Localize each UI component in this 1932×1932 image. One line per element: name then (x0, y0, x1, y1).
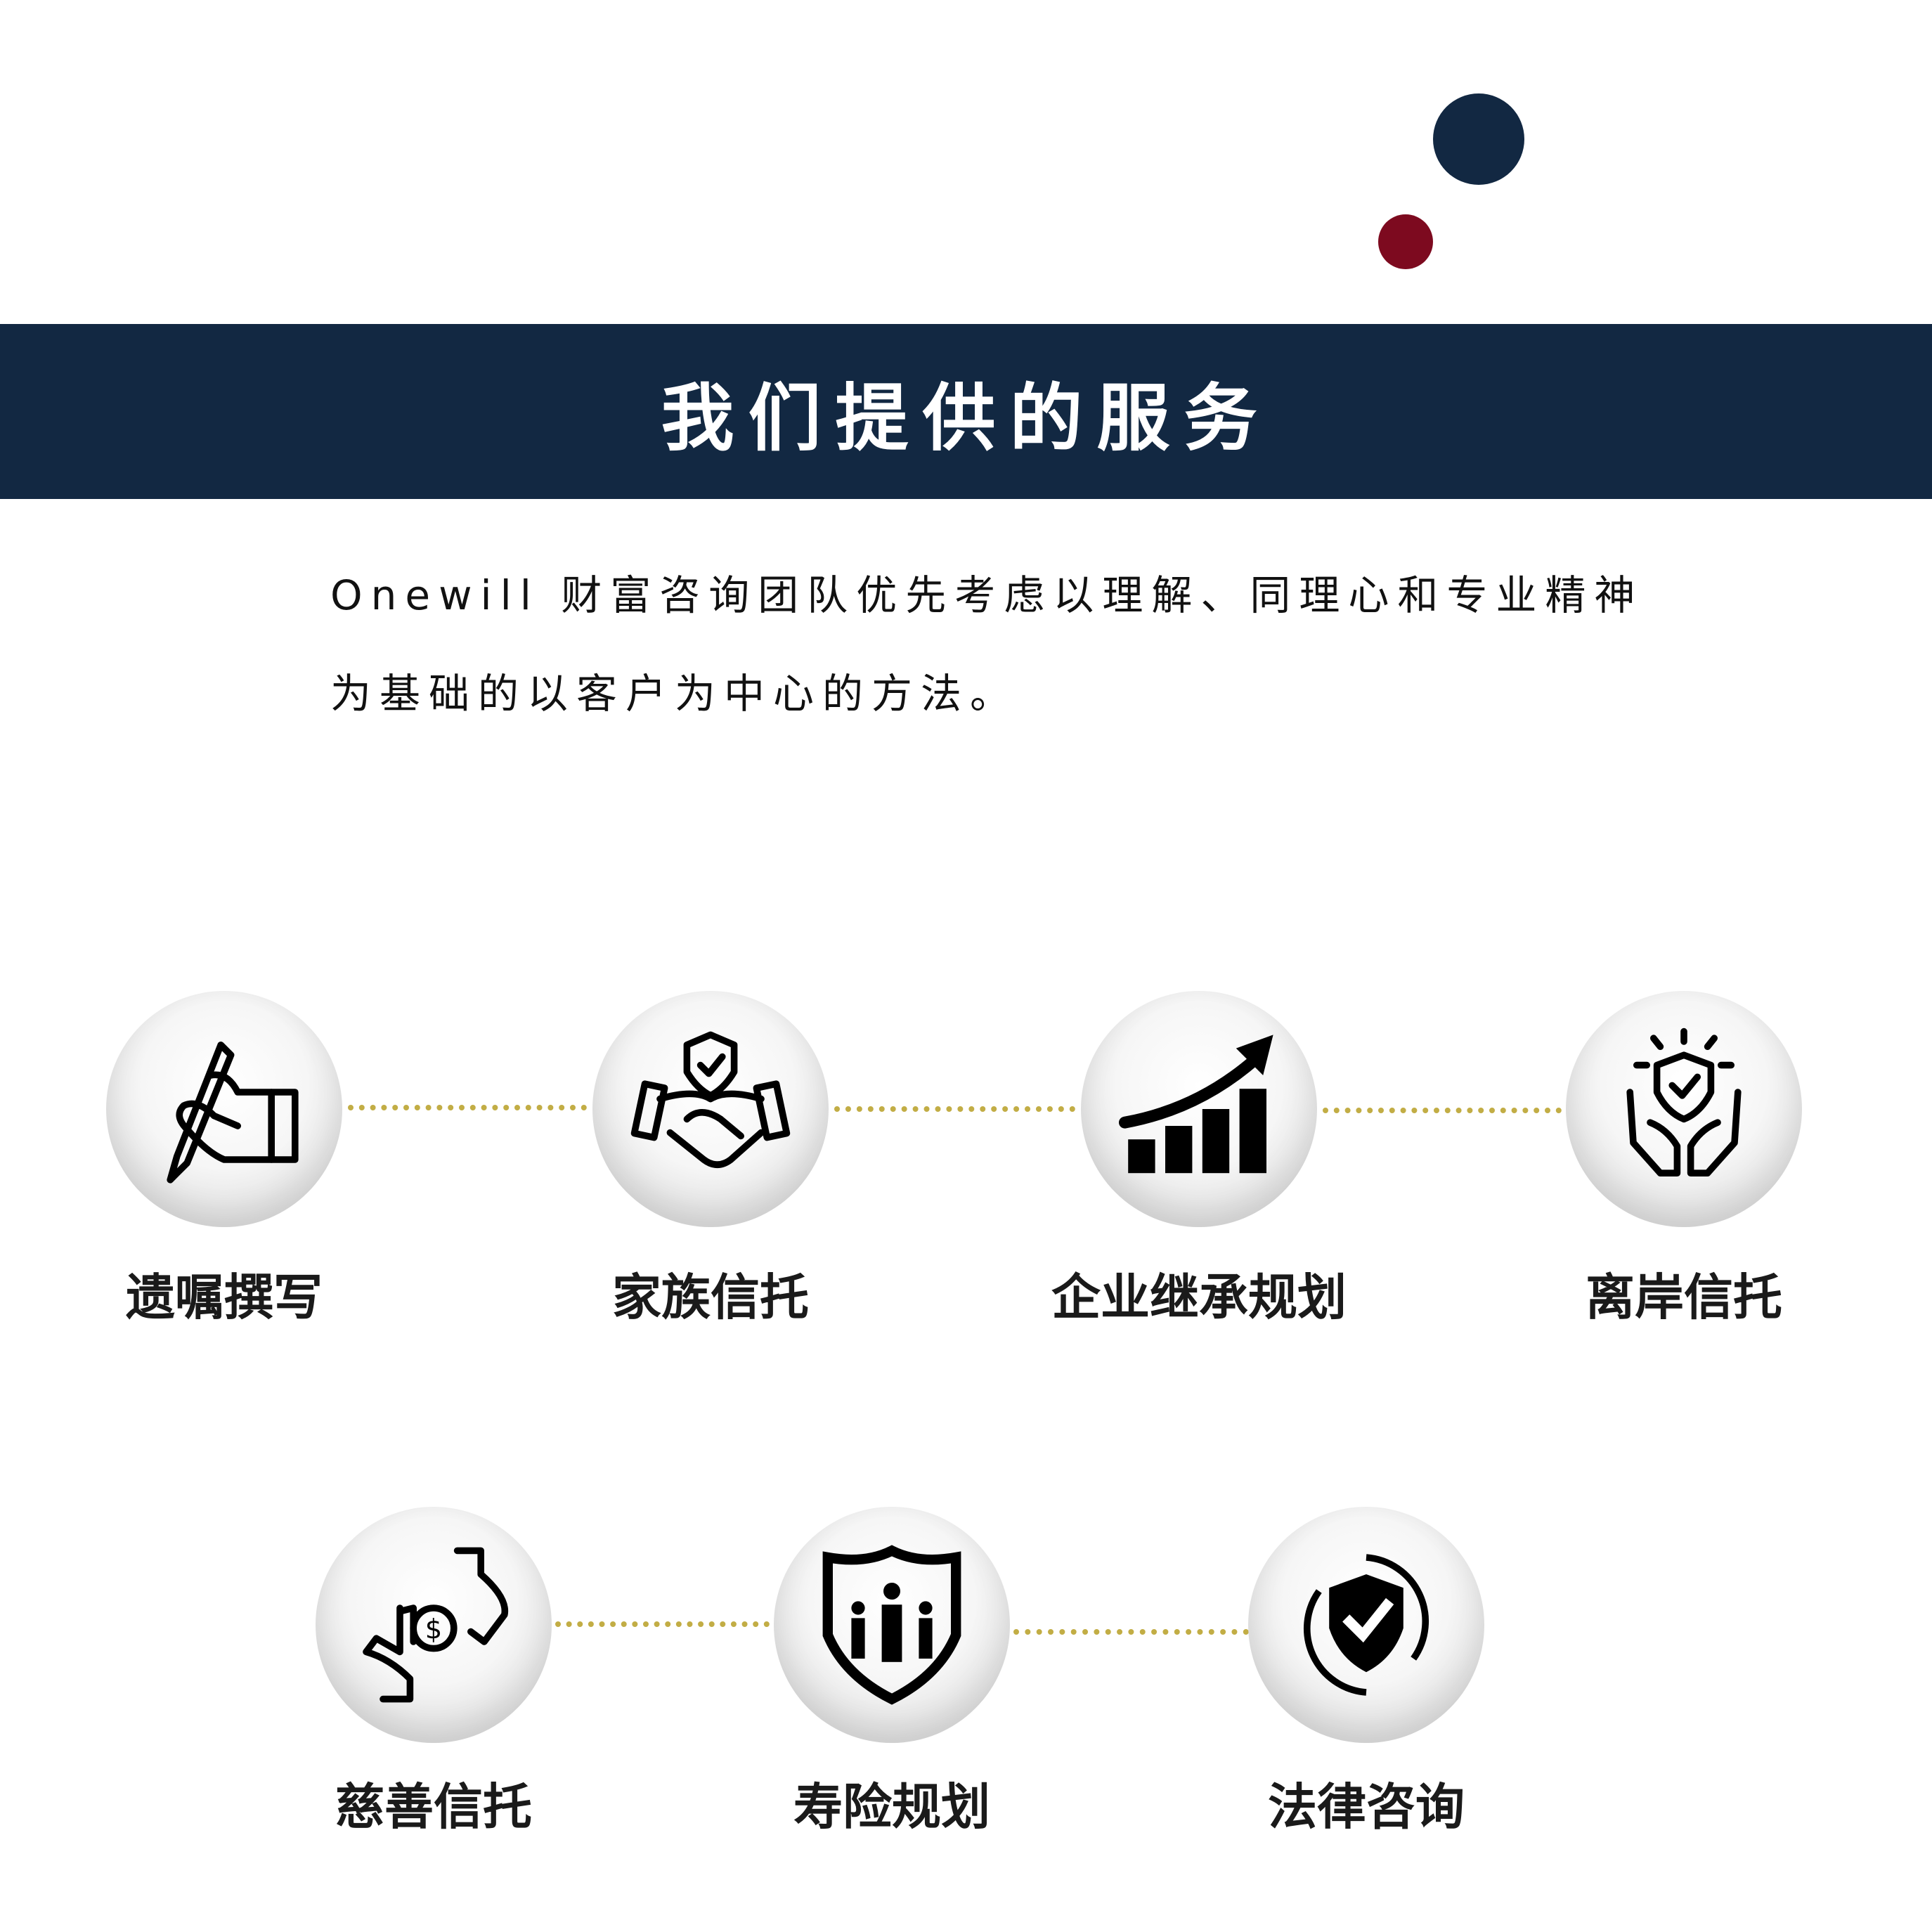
connector-dots (555, 1621, 770, 1627)
shield-check-cycle-icon (1304, 1554, 1429, 1696)
title-banner: 我们提供的服务 (0, 324, 1932, 499)
connector-dots (834, 1106, 1075, 1112)
page-title: 我们提供的服务 (661, 375, 1271, 461)
connector-dots (1323, 1108, 1562, 1113)
connector-dots (1013, 1629, 1249, 1635)
service-label: 离岸信托 (1586, 1269, 1782, 1326)
svg-text:$: $ (425, 1614, 442, 1645)
intro-line-2: 为基础的以客户为中心的方法。 (330, 670, 1020, 718)
charity-hands-icon: $ (363, 1547, 509, 1703)
service-will-writing[interactable] (106, 991, 342, 1227)
service-label: 法律咨询 (1268, 1778, 1465, 1836)
family-shield-icon (822, 1545, 961, 1705)
service-label: 家族信托 (612, 1269, 809, 1326)
service-legal-consulting[interactable] (1248, 1507, 1484, 1743)
service-label: 遗嘱撰写 (126, 1269, 323, 1326)
service-label: 企业继承规划 (1051, 1269, 1347, 1326)
service-family-trust[interactable] (592, 991, 829, 1227)
service-charitable-trust[interactable]: $ (316, 1507, 552, 1743)
service-offshore-trust[interactable] (1566, 991, 1802, 1227)
handshake-shield-icon (630, 1031, 791, 1168)
service-label: 寿险规划 (793, 1778, 990, 1836)
navy-dot-decoration (1433, 93, 1524, 185)
hand-writing-icon (167, 1042, 299, 1184)
connector-dots (348, 1105, 587, 1110)
hands-shield-icon (1626, 1027, 1742, 1176)
service-life-insurance[interactable] (774, 1507, 1010, 1743)
service-succession-planning[interactable] (1081, 991, 1317, 1227)
growth-chart-icon (1119, 1035, 1273, 1174)
red-dot-decoration (1378, 214, 1433, 269)
service-label: 慈善信托 (335, 1778, 532, 1836)
intro-line-1: Onewill 财富咨询团队优先考虑以理解、同理心和专业精神 (330, 571, 1644, 619)
